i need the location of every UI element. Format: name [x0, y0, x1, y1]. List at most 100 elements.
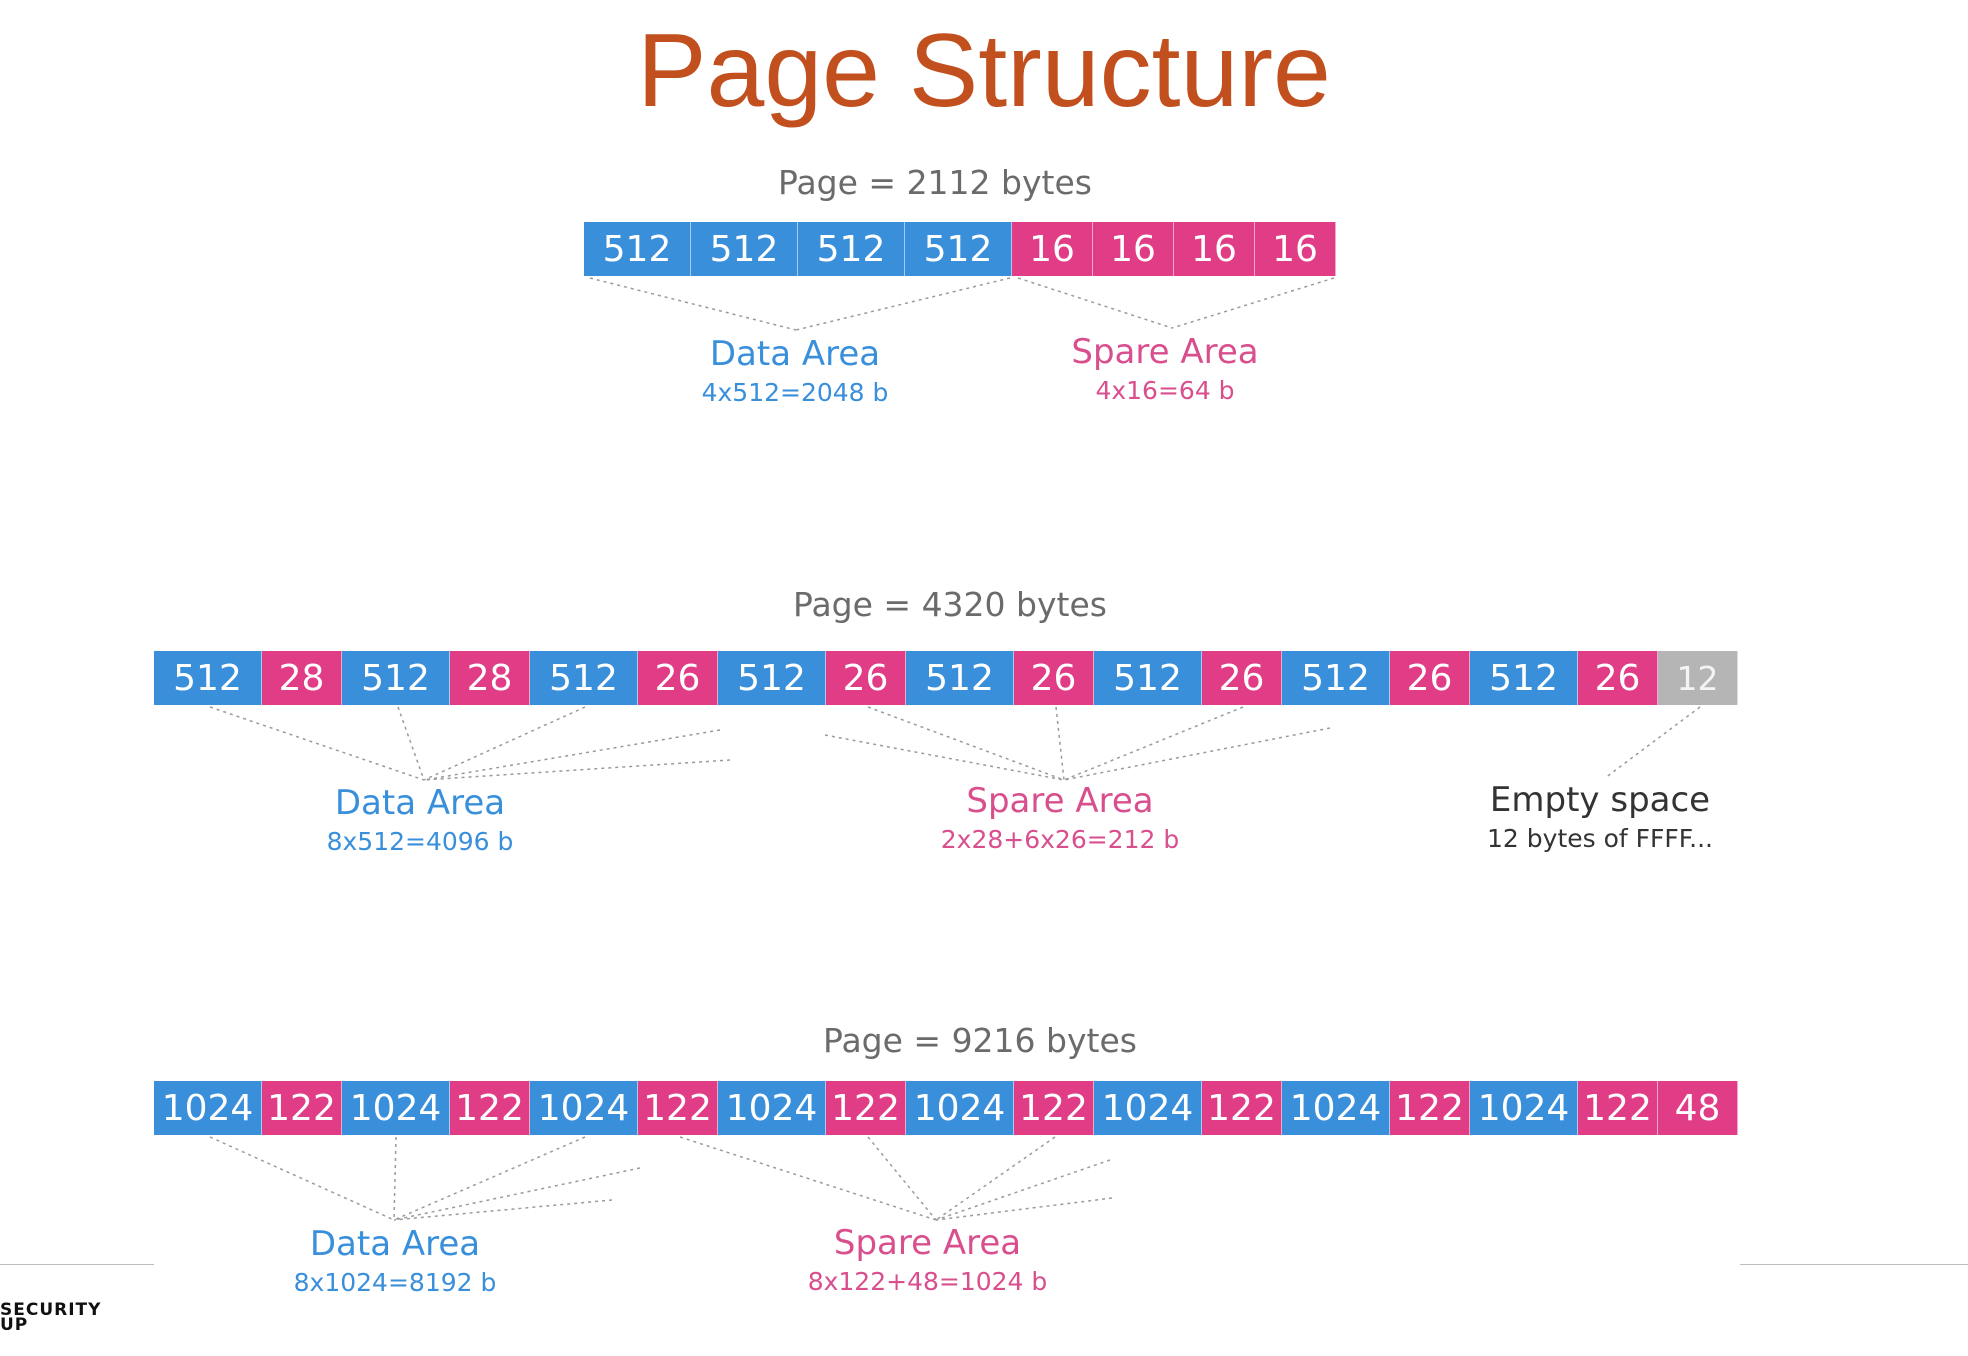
cell-data: 512 [1282, 651, 1390, 705]
connector-line [423, 706, 586, 781]
cell-data: 512 [584, 222, 691, 276]
cell-spare: 16 [1255, 222, 1336, 276]
cell-spare: 26 [1578, 651, 1658, 705]
area-name: Spare Area [833, 1223, 1022, 1263]
cell-spare: 122 [826, 1081, 906, 1135]
cell-data: 512 [798, 222, 905, 276]
cell-spare: 26 [826, 651, 906, 705]
page-bar-2: 512 28 512 28 512 26 512 26 512 26 512 2… [154, 651, 1738, 705]
cell-data: 512 [691, 222, 798, 276]
connector-line [209, 1136, 395, 1221]
cell-spare: 16 [1012, 222, 1093, 276]
cell-spare: 28 [450, 651, 530, 705]
connector-line [1171, 277, 1335, 329]
cell-spare: 122 [638, 1081, 718, 1135]
cell-spare: 122 [450, 1081, 530, 1135]
connector-line [795, 277, 1011, 331]
connector-line [589, 277, 797, 331]
data-area-label-1: Data Area 4x512=2048 b [640, 334, 950, 407]
cell-spare: 26 [638, 651, 718, 705]
connector-line [867, 1136, 937, 1221]
page-title: Page Structure [637, 13, 1331, 129]
cell-data: 1024 [530, 1081, 638, 1135]
area-name: Empty space [1489, 780, 1711, 820]
connector-line [935, 1136, 1056, 1221]
connector-line [393, 1199, 613, 1221]
area-name: Data Area [309, 1224, 481, 1264]
cell-spare: 122 [1578, 1081, 1658, 1135]
cell-spare: 122 [1202, 1081, 1282, 1135]
data-area-label-2: Data Area 8x512=4096 b [270, 783, 570, 856]
cell-data: 1024 [1470, 1081, 1578, 1135]
connector-line [423, 759, 731, 781]
connector-line [209, 706, 425, 781]
cell-spare: 26 [1390, 651, 1470, 705]
cell-data: 1024 [1282, 1081, 1390, 1135]
connector-line [1017, 277, 1173, 329]
footer-line-2: UP [0, 1315, 29, 1335]
connector-line [824, 734, 1065, 781]
cell-spare: 26 [1014, 651, 1094, 705]
area-name: Spare Area [1071, 332, 1259, 372]
spare-area-label-1: Spare Area 4x16=64 b [1010, 332, 1320, 405]
area-formula: 2x28+6x26=212 b [940, 825, 1180, 854]
data-area-label-3: Data Area 8x1024=8192 b [240, 1224, 550, 1297]
area-formula: 8x122+48=1024 b [807, 1267, 1048, 1296]
area-formula: 4x512=2048 b [701, 378, 889, 407]
connector-line [867, 706, 1065, 781]
page-bar-1: 512 512 512 512 16 16 16 16 [584, 222, 1336, 276]
connector-line [1063, 727, 1331, 781]
cell-data: 512 [154, 651, 262, 705]
connector-line [393, 1136, 397, 1221]
connector-line [679, 1136, 937, 1221]
cell-data: 1024 [718, 1081, 826, 1135]
connector-line [1063, 706, 1244, 781]
area-formula: 12 bytes of FFFF... [1487, 824, 1713, 853]
cell-empty: 12 [1658, 651, 1738, 705]
area-formula: 8x512=4096 b [326, 827, 514, 856]
connector-line [1055, 706, 1065, 781]
cell-data: 1024 [342, 1081, 450, 1135]
cell-data: 512 [1470, 651, 1578, 705]
cell-data: 512 [342, 651, 450, 705]
spare-area-label-3: Spare Area 8x122+48=1024 b [770, 1223, 1085, 1296]
page-bar-3: 1024 122 1024 122 1024 122 1024 122 1024… [154, 1081, 1738, 1135]
connector-line [935, 1197, 1113, 1221]
cell-data: 512 [530, 651, 638, 705]
cell-spare: 122 [1014, 1081, 1094, 1135]
footer-logo-text: SECURITY UP [0, 1300, 102, 1335]
cell-spare: 28 [262, 651, 342, 705]
cell-data: 1024 [906, 1081, 1014, 1135]
footer-divider-left [0, 1264, 154, 1265]
cell-spare: 122 [262, 1081, 342, 1135]
connector-line [393, 1167, 641, 1221]
area-name: Data Area [709, 334, 881, 374]
page-size-label-2: Page = 4320 bytes [793, 585, 1107, 624]
footer-divider-right [1740, 1264, 1968, 1265]
cell-spare: 122 [1390, 1081, 1470, 1135]
connector-line [423, 729, 721, 781]
connector-line [1604, 706, 1701, 779]
connector-line [393, 1136, 586, 1221]
area-formula: 8x1024=8192 b [293, 1268, 497, 1297]
area-name: Spare Area [966, 781, 1154, 821]
cell-spare: 26 [1202, 651, 1282, 705]
area-name: Data Area [334, 783, 506, 823]
cell-data: 1024 [1094, 1081, 1202, 1135]
area-formula: 4x16=64 b [1095, 376, 1235, 405]
page-size-label-3: Page = 9216 bytes [823, 1021, 1137, 1060]
connector-line [935, 1159, 1111, 1221]
cell-spare: 48 [1658, 1081, 1738, 1135]
connector-line [397, 706, 425, 781]
spare-area-label-2: Spare Area 2x28+6x26=212 b [900, 781, 1220, 854]
cell-data: 512 [1094, 651, 1202, 705]
empty-space-label: Empty space 12 bytes of FFFF... [1450, 780, 1750, 853]
cell-spare: 16 [1174, 222, 1255, 276]
cell-data: 512 [905, 222, 1012, 276]
cell-data: 512 [718, 651, 826, 705]
cell-data: 1024 [154, 1081, 262, 1135]
cell-spare: 16 [1093, 222, 1174, 276]
cell-data: 512 [906, 651, 1014, 705]
footer-line-1: SECURITY [0, 1300, 102, 1320]
